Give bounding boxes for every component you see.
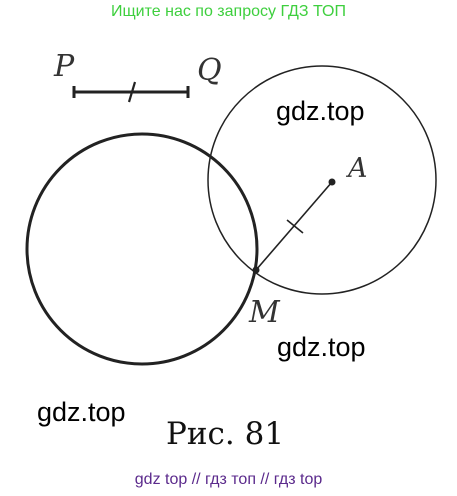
- label-a: A: [345, 153, 368, 184]
- label-p: P: [53, 49, 75, 84]
- watermark: gdz.top: [276, 96, 365, 126]
- point-m: [252, 266, 260, 274]
- watermark: gdz.top: [277, 332, 366, 362]
- label-m: M: [248, 295, 281, 330]
- point-a: [328, 178, 336, 186]
- footer-text: gdz top // гдз топ // гдз top: [134, 471, 323, 488]
- left-circle: [25, 132, 259, 366]
- radius-am-equal-mark: [286, 219, 304, 234]
- label-q: Q: [197, 53, 222, 88]
- watermark: gdz.top: [37, 397, 126, 427]
- right-circle: [207, 65, 437, 295]
- top-banner: Ищите нас по запросу ГДЗ ТОП: [111, 3, 346, 20]
- segment-pq-equal-mark: [127, 81, 137, 103]
- figure-caption: Рис. 81: [166, 416, 285, 452]
